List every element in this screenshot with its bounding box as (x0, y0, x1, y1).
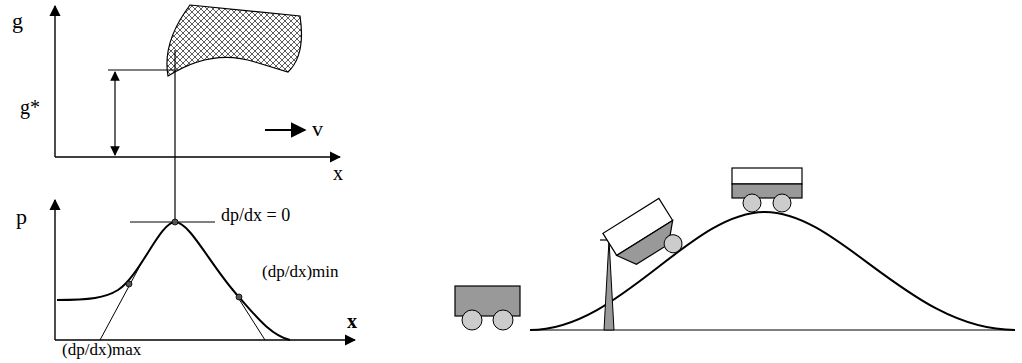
velocity-label: v (312, 116, 323, 142)
tangent-label: (dp/dx)max (62, 340, 141, 360)
tangent-label: (dp/dx)max (62, 340, 141, 359)
axis-label: x (333, 162, 343, 185)
axis-label: x (333, 162, 343, 184)
tangent-label: (dp/dx)min (262, 262, 339, 282)
tangent-lines (100, 222, 265, 340)
ground-line (530, 329, 1015, 330)
axis-label: x (347, 310, 357, 332)
inflection-dots (126, 219, 242, 300)
axis-label: p (16, 204, 27, 230)
tangent-label: (dp/dx)min (262, 262, 339, 281)
tangent-label: dp/dx = 0 (221, 205, 290, 226)
axis-label: p (16, 204, 27, 229)
hump (530, 212, 1015, 330)
axis-label: g (12, 8, 23, 34)
wagon (455, 286, 520, 330)
velocity-arrow (265, 129, 305, 131)
bottom-axes (55, 200, 355, 340)
g-star-dimension (108, 50, 175, 222)
hatched-region (167, 5, 302, 76)
pressure-curve (57, 222, 290, 340)
top-axes (55, 6, 340, 157)
wagon-on-hump (732, 168, 802, 212)
threshold-label: g* (20, 96, 40, 118)
axis-label: g (12, 8, 23, 33)
velocity-label: v (312, 116, 323, 141)
threshold-label: g* (20, 96, 40, 119)
tangent-label: dp/dx = 0 (221, 205, 290, 225)
axis-label: x (347, 310, 357, 333)
tipping-wagon (603, 198, 688, 280)
